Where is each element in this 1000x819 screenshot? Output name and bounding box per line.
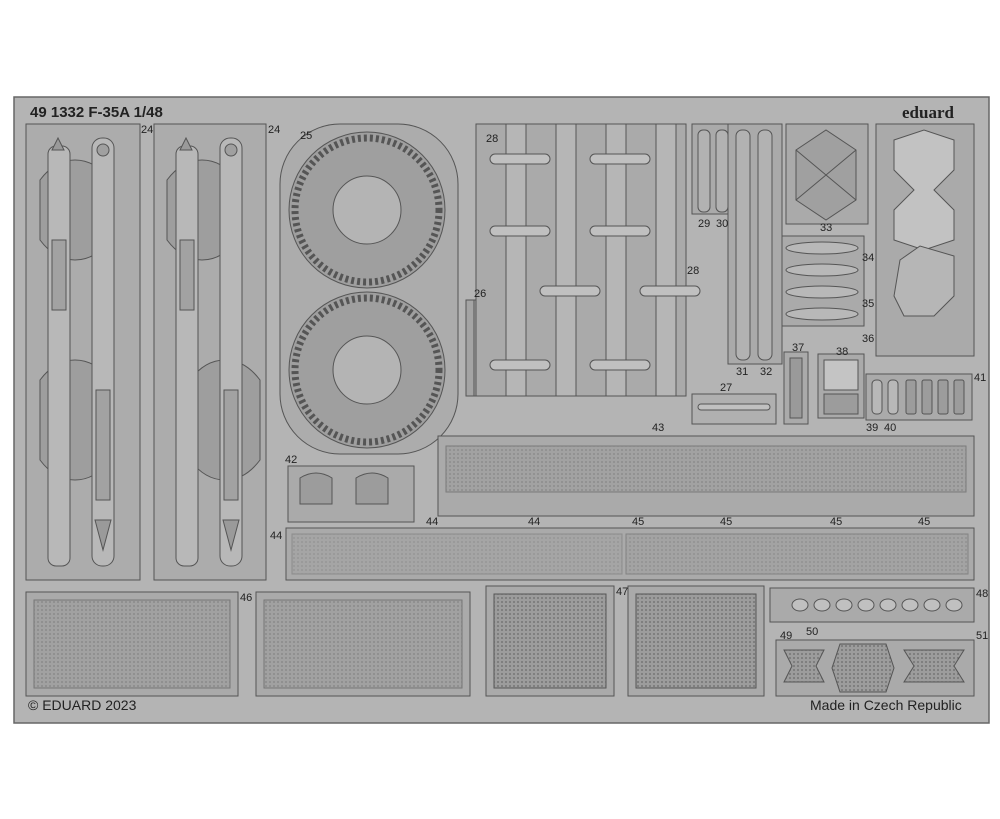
- brand-logo-text: eduard: [902, 103, 954, 122]
- part-number: 36: [862, 333, 875, 345]
- part-number: 39: [866, 422, 879, 434]
- part-number: 28: [687, 265, 700, 277]
- part-group-24-right: [153, 123, 267, 581]
- part-42: [287, 465, 415, 523]
- part-number: 50: [806, 626, 819, 638]
- fret-title: 49 1332 F-35A 1/48: [30, 104, 163, 121]
- copyright-text: © EDUARD 2023: [28, 697, 137, 713]
- part-number: 34: [862, 252, 875, 264]
- part-number: 45: [918, 516, 931, 528]
- part-43-fins: [437, 435, 975, 517]
- part-number: 25: [300, 130, 313, 142]
- part-number: 41: [974, 372, 987, 384]
- parts-34-35: [781, 235, 865, 327]
- part-number: 28: [486, 133, 499, 145]
- part-group-24-left: [25, 123, 141, 581]
- part-number: 49: [780, 630, 793, 642]
- part-number: 35: [862, 298, 875, 310]
- part-number: 33: [820, 222, 833, 234]
- part-number: 44: [426, 516, 439, 528]
- part-number: 44: [270, 530, 283, 542]
- part-number: 29: [698, 218, 711, 230]
- part-number: 44: [528, 516, 541, 528]
- part-48: [769, 587, 975, 623]
- part-number: 24: [141, 124, 154, 136]
- part-number: 45: [632, 516, 645, 528]
- part-25-fan-faces: [279, 123, 459, 455]
- part-number: 43: [652, 422, 665, 434]
- part-number: 24: [268, 124, 281, 136]
- parts-49-51-mesh: [775, 639, 975, 697]
- part-number: 45: [720, 516, 733, 528]
- part-number: 51: [976, 630, 989, 642]
- part-number: 42: [285, 454, 298, 466]
- part-46: [25, 591, 471, 697]
- part-number: 27: [720, 382, 733, 394]
- parts-44-45-row: [285, 527, 975, 581]
- part-number: 26: [474, 288, 487, 300]
- part-33: [785, 123, 869, 225]
- part-47: [485, 585, 765, 697]
- part-number: 40: [884, 422, 897, 434]
- parts-29-32-strips: [691, 123, 783, 365]
- part-number: 38: [836, 346, 849, 358]
- part-number: 30: [716, 218, 729, 230]
- part-number: 37: [792, 342, 805, 354]
- part-28: [475, 123, 701, 397]
- part-number: 45: [830, 516, 843, 528]
- part-number: 46: [240, 592, 253, 604]
- part-number: 31: [736, 366, 749, 378]
- part-27: [691, 393, 777, 425]
- parts-39-41: [865, 373, 973, 421]
- part-number: 32: [760, 366, 773, 378]
- part-number: 47: [616, 586, 629, 598]
- parts-37-38: [783, 351, 865, 425]
- part-number: 48: [976, 588, 989, 600]
- part-36: [875, 123, 975, 357]
- made-in-text: Made in Czech Republic: [810, 697, 962, 713]
